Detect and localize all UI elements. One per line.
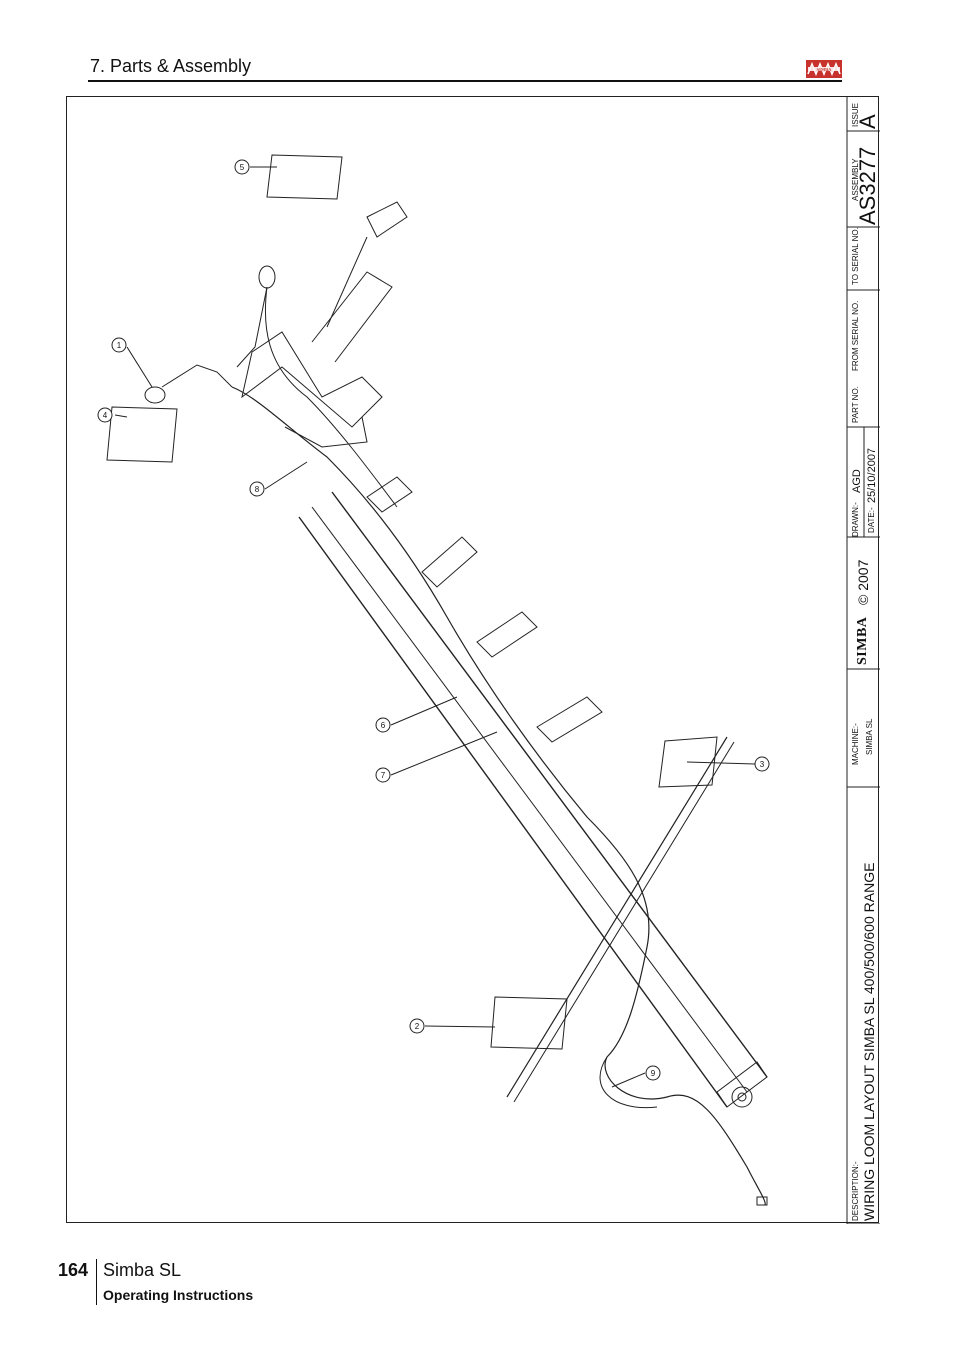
date-value: 25/10/2007 (866, 447, 878, 503)
date-label: DATE:- (867, 507, 876, 533)
description-label: DESCRIPTION:- (851, 1161, 860, 1221)
svg-text:3: 3 (760, 760, 765, 769)
callout-3: 3 (754, 756, 770, 772)
copyright: © 2007 (855, 559, 871, 605)
page-number: 164 (58, 1260, 89, 1280)
svg-text:6: 6 (381, 721, 386, 730)
svg-text:7: 7 (381, 771, 386, 780)
simba-logo-icon: SIMBA (806, 60, 842, 78)
to-serial-label: TO SERIAL NO. (851, 227, 860, 285)
callout-5: 5 (234, 159, 250, 175)
footer-divider (96, 1259, 97, 1305)
svg-text:1: 1 (117, 341, 122, 350)
callout-2: 2 (409, 1018, 425, 1034)
machine-label: MACHINE:- (851, 723, 860, 765)
callout-7: 7 (375, 767, 391, 783)
footer-model: Simba SL (103, 1260, 182, 1280)
drawn-value: AGD (851, 469, 863, 493)
assembly-value: AS3277 (855, 146, 880, 225)
header-divider (88, 80, 842, 82)
drawn-label: DRAWN:- (851, 502, 860, 537)
drawing-frame: 1 2 3 4 5 6 7 (66, 96, 880, 1224)
svg-text:5: 5 (240, 163, 245, 172)
svg-text:2: 2 (415, 1022, 420, 1031)
callout-8: 8 (249, 481, 265, 497)
svg-text:4: 4 (103, 411, 108, 420)
callout-6: 6 (375, 717, 391, 733)
svg-text:8: 8 (255, 485, 260, 494)
callout-4: 4 (97, 407, 113, 423)
wiring-loom-drawing: 1 2 3 4 5 6 7 (97, 97, 880, 1224)
part-no-label: PART NO. (851, 386, 860, 423)
callout-9: 9 (645, 1065, 661, 1081)
section-title: 7. Parts & Assembly (90, 56, 252, 76)
footer-subtitle: Operating Instructions (103, 1287, 254, 1303)
from-serial-label: FROM SERIAL NO. (851, 300, 860, 371)
machine-value: SIMBA SL (865, 718, 874, 755)
issue-value: A (855, 114, 880, 129)
svg-text:9: 9 (651, 1069, 656, 1078)
brand-mark: SIMBA (855, 616, 870, 665)
svg-text:SIMBA: SIMBA (817, 67, 833, 72)
description-value: WIRING LOOM LAYOUT SIMBA SL 400/500/600 … (861, 862, 877, 1221)
callout-1: 1 (111, 337, 127, 353)
